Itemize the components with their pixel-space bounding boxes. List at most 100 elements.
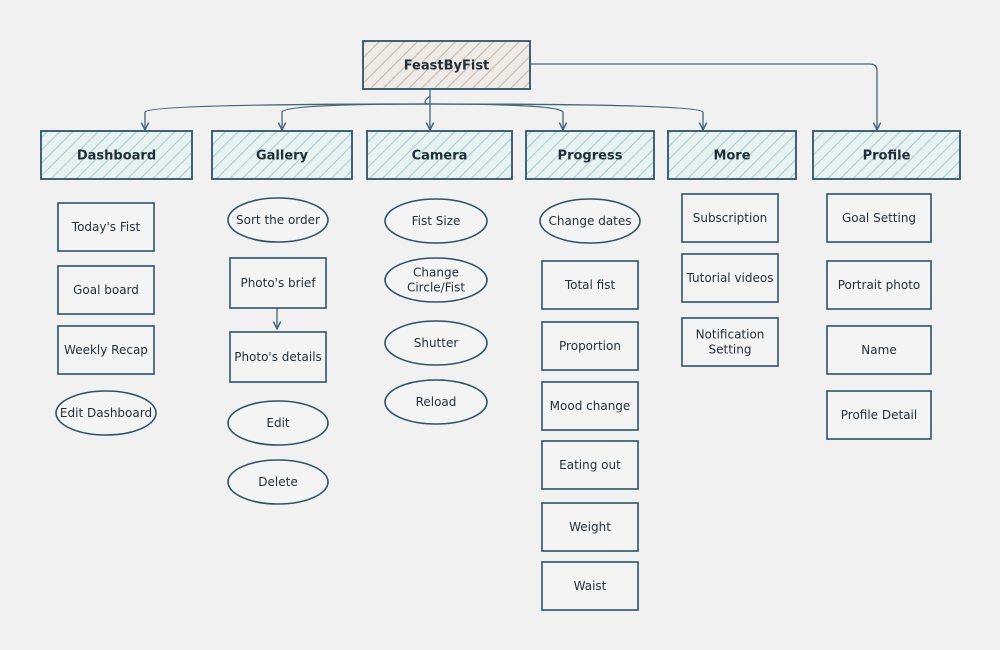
- node-label: Total fist: [564, 278, 616, 292]
- category-label: Gallery: [256, 149, 309, 164]
- category-label: More: [713, 149, 750, 164]
- node-progress-1[interactable]: Change dates: [539, 198, 641, 244]
- ellipse-shape: [384, 379, 488, 425]
- rect-shape: [57, 202, 155, 252]
- ellipse-shape: [384, 198, 488, 244]
- rect-shape: [826, 390, 932, 440]
- rect-shape: [541, 440, 639, 490]
- ellipse-shape: [227, 459, 329, 505]
- rect-shape: [826, 325, 932, 375]
- node-gallery-2[interactable]: Photo's brief: [229, 257, 327, 309]
- node-label: Name: [861, 343, 896, 357]
- node-label: Sort the order: [236, 213, 320, 227]
- node-label: Change dates: [548, 214, 631, 228]
- node-camera-4[interactable]: Reload: [384, 379, 488, 425]
- node-label: Weight: [569, 520, 611, 534]
- node-label: Portrait photo: [838, 278, 921, 292]
- rect-shape: [229, 331, 327, 383]
- connector: [429, 103, 563, 129]
- connector-layer: [145, 63, 877, 328]
- connector: [282, 103, 431, 129]
- node-camera-1[interactable]: Fist Size: [384, 198, 488, 244]
- ellipse-shape: [384, 320, 488, 366]
- category-profile[interactable]: Profile: [812, 130, 961, 180]
- node-label: Weekly Recap: [64, 343, 148, 357]
- node-progress-2[interactable]: Total fist: [541, 260, 639, 310]
- node-label: Profile Detail: [841, 408, 917, 422]
- category-more[interactable]: More: [667, 130, 797, 180]
- node-label: Proportion: [559, 339, 621, 353]
- category-progress[interactable]: Progress: [525, 130, 655, 180]
- connector: [145, 103, 431, 129]
- node-progress-4[interactable]: Mood change: [541, 381, 639, 431]
- node-profile-1[interactable]: Goal Setting: [826, 193, 932, 243]
- node-profile-3[interactable]: Name: [826, 325, 932, 375]
- rect-shape: [681, 253, 779, 303]
- node-label: Fist Size: [412, 214, 461, 228]
- category-dashboard[interactable]: Dashboard: [40, 130, 193, 180]
- node-label: Today's Fist: [71, 220, 141, 234]
- node-label: Edit Dashboard: [60, 406, 152, 420]
- ellipse-shape: [55, 390, 157, 436]
- rect-shape: [541, 561, 639, 611]
- node-label: Subscription: [693, 211, 768, 225]
- node-dashboard-2[interactable]: Goal board: [57, 265, 155, 315]
- node-more-1[interactable]: Subscription: [681, 193, 779, 243]
- node-dashboard-1[interactable]: Today's Fist: [57, 202, 155, 252]
- node-more-2[interactable]: Tutorial videos: [681, 253, 779, 303]
- node-label: Reload: [416, 395, 457, 409]
- ellipse-shape: [227, 400, 329, 446]
- node-gallery-1[interactable]: Sort the order: [227, 197, 329, 243]
- rect-shape: [826, 260, 932, 310]
- node-dashboard-4[interactable]: Edit Dashboard: [55, 390, 157, 436]
- node-label: Eating out: [559, 458, 621, 472]
- root-label: FeastByFist: [404, 59, 490, 74]
- category-label: Progress: [558, 149, 623, 164]
- node-progress-5[interactable]: Eating out: [541, 440, 639, 490]
- connector: [424, 95, 431, 105]
- ellipse-shape: [539, 198, 641, 244]
- node-label: Mood change: [550, 399, 631, 413]
- category-camera[interactable]: Camera: [366, 130, 513, 180]
- node-progress-6[interactable]: Weight: [541, 502, 639, 552]
- node-profile-2[interactable]: Portrait photo: [826, 260, 932, 310]
- node-profile-4[interactable]: Profile Detail: [826, 390, 932, 440]
- node-progress-7[interactable]: Waist: [541, 561, 639, 611]
- ellipse-shape: [384, 257, 488, 303]
- node-label: Goal board: [73, 283, 139, 297]
- rect-shape: [541, 260, 639, 310]
- rect-shape: [57, 265, 155, 315]
- node-label: Tutorial videos: [686, 271, 774, 285]
- rect-shape: [229, 257, 327, 309]
- rect-shape: [826, 193, 932, 243]
- node-dashboard-3[interactable]: Weekly Recap: [57, 325, 155, 375]
- rect-shape: [541, 502, 639, 552]
- node-label: Delete: [258, 475, 297, 489]
- node-label: Photo's details: [234, 350, 322, 364]
- node-gallery-3[interactable]: Photo's details: [229, 331, 327, 383]
- category-gallery[interactable]: Gallery: [211, 130, 353, 180]
- node-label: Goal Setting: [842, 211, 916, 225]
- connector: [429, 103, 703, 129]
- root-node[interactable]: FeastByFist: [362, 40, 531, 90]
- ellipse-shape: [227, 197, 329, 243]
- node-gallery-5[interactable]: Delete: [227, 459, 329, 505]
- category-label: Camera: [412, 149, 468, 164]
- rect-shape: [541, 381, 639, 431]
- node-camera-3[interactable]: Shutter: [384, 320, 488, 366]
- node-label: Photo's brief: [240, 276, 316, 290]
- node-progress-3[interactable]: Proportion: [541, 321, 639, 371]
- category-label: Profile: [863, 149, 911, 164]
- node-label: Waist: [574, 579, 607, 593]
- category-label: Dashboard: [77, 149, 156, 164]
- node-gallery-4[interactable]: Edit: [227, 400, 329, 446]
- rect-shape: [681, 317, 779, 367]
- rect-shape: [541, 321, 639, 371]
- node-label: Edit: [266, 416, 290, 430]
